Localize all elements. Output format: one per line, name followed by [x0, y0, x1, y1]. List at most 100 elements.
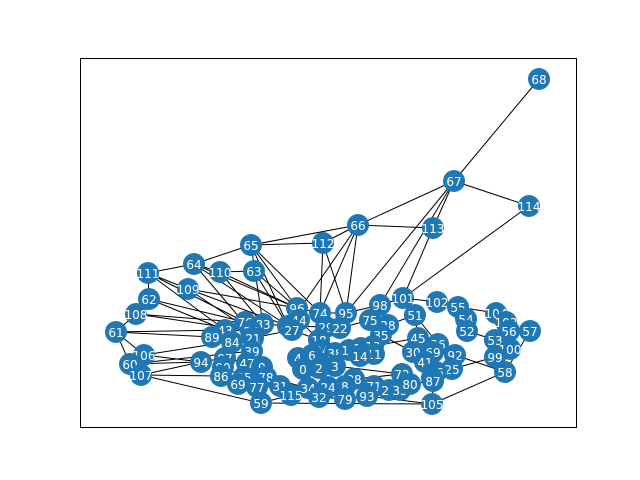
edge-61-89	[115, 331, 213, 338]
node-113: 113	[422, 217, 445, 239]
node-22: 22	[329, 317, 351, 339]
node-label: 62	[141, 293, 156, 307]
node-label: 112	[312, 237, 335, 251]
node-circle	[250, 392, 272, 414]
node-label: 108	[125, 308, 148, 322]
node-115: 115	[280, 384, 302, 406]
node-58: 58	[494, 361, 516, 383]
node-label: 114	[518, 200, 541, 214]
node-label: 14	[352, 350, 367, 364]
node-circle	[105, 321, 127, 343]
node-label: 107	[130, 369, 153, 383]
edge-114-101	[402, 205, 530, 299]
node-label: 53	[487, 334, 502, 348]
edge-67-98	[379, 180, 455, 306]
node-label: 109	[177, 283, 200, 297]
node-69b: 69	[227, 373, 249, 395]
node-label: 105	[421, 398, 444, 412]
node-93: 93	[356, 385, 378, 407]
node-circle	[456, 320, 478, 342]
node-label: 52	[459, 325, 474, 339]
node-2: 2	[308, 357, 330, 379]
node-62: 62	[138, 288, 160, 310]
node-circle	[308, 386, 330, 408]
node-label: 0	[299, 363, 307, 377]
node-label: 75	[362, 314, 377, 328]
node-circle	[347, 214, 369, 236]
edge-66-95	[345, 224, 359, 314]
edge-65-83	[250, 244, 264, 325]
node-circle	[399, 373, 421, 395]
node-circle	[201, 326, 223, 348]
node-61: 61	[105, 321, 127, 343]
node-label: 3	[331, 360, 339, 374]
node-circle	[528, 68, 550, 90]
node-circle	[183, 253, 205, 275]
node-label: 87	[425, 375, 440, 389]
node-label: 98	[372, 299, 387, 313]
node-circle	[421, 393, 443, 415]
node-circle	[125, 303, 147, 325]
node-107: 107	[130, 364, 153, 386]
plot-frame	[80, 58, 577, 428]
node-label: 69	[230, 378, 245, 392]
node-label: 6	[308, 349, 316, 363]
node-circle	[349, 345, 371, 367]
node-label: 93	[359, 390, 374, 404]
edge-65-74	[250, 244, 321, 314]
node-circle	[177, 278, 199, 300]
node-label: 32	[311, 391, 326, 405]
node-circle	[426, 291, 448, 313]
node-27: 27	[281, 319, 303, 341]
node-circle	[518, 195, 540, 217]
node-circle	[240, 234, 262, 256]
node-circle	[281, 319, 303, 341]
edge-113-101	[402, 227, 434, 299]
edge-65-42	[250, 244, 289, 327]
node-label: 101	[392, 292, 415, 306]
node-circle	[130, 364, 152, 386]
node-circle	[138, 288, 160, 310]
edge-66-65	[250, 224, 359, 246]
node-circle	[494, 361, 516, 383]
node-label: 4	[294, 352, 302, 366]
node-label: 79	[337, 393, 352, 407]
node-52: 52	[456, 320, 478, 342]
node-circle	[209, 261, 231, 283]
node-51: 51	[404, 304, 426, 326]
node-circle	[422, 217, 444, 239]
edge-107-86	[140, 374, 222, 377]
edge-67-66	[357, 180, 455, 226]
node-64: 64	[183, 253, 205, 275]
edge-107-59	[140, 374, 262, 404]
node-94: 94	[190, 351, 212, 373]
node-circle	[404, 304, 426, 326]
node-circle	[329, 317, 351, 339]
node-label: 65	[243, 239, 258, 253]
node-label: 113	[422, 222, 445, 236]
node-86: 86	[210, 365, 232, 387]
edge-111-76	[147, 272, 246, 323]
node-circle	[280, 384, 302, 406]
edge-111-43	[147, 272, 226, 331]
node-label: 67	[446, 175, 461, 189]
node-label: 77	[249, 381, 264, 395]
node-label: 89	[204, 331, 219, 345]
node-label: 94	[193, 356, 208, 370]
node-circle	[356, 385, 378, 407]
node-label: 86	[213, 370, 228, 384]
node-label: 51	[407, 309, 422, 323]
node-114: 114	[518, 195, 541, 217]
edge-112-95	[322, 242, 347, 314]
edge-65-96	[250, 244, 298, 309]
node-label: 80	[402, 378, 417, 392]
edge-67-114	[453, 180, 530, 207]
node-79: 79	[334, 388, 356, 410]
node-circle	[137, 262, 159, 284]
node-label: 110	[209, 266, 232, 280]
node-0: 0	[292, 358, 314, 380]
node-14: 14	[349, 345, 371, 367]
node-66: 66	[347, 214, 369, 236]
